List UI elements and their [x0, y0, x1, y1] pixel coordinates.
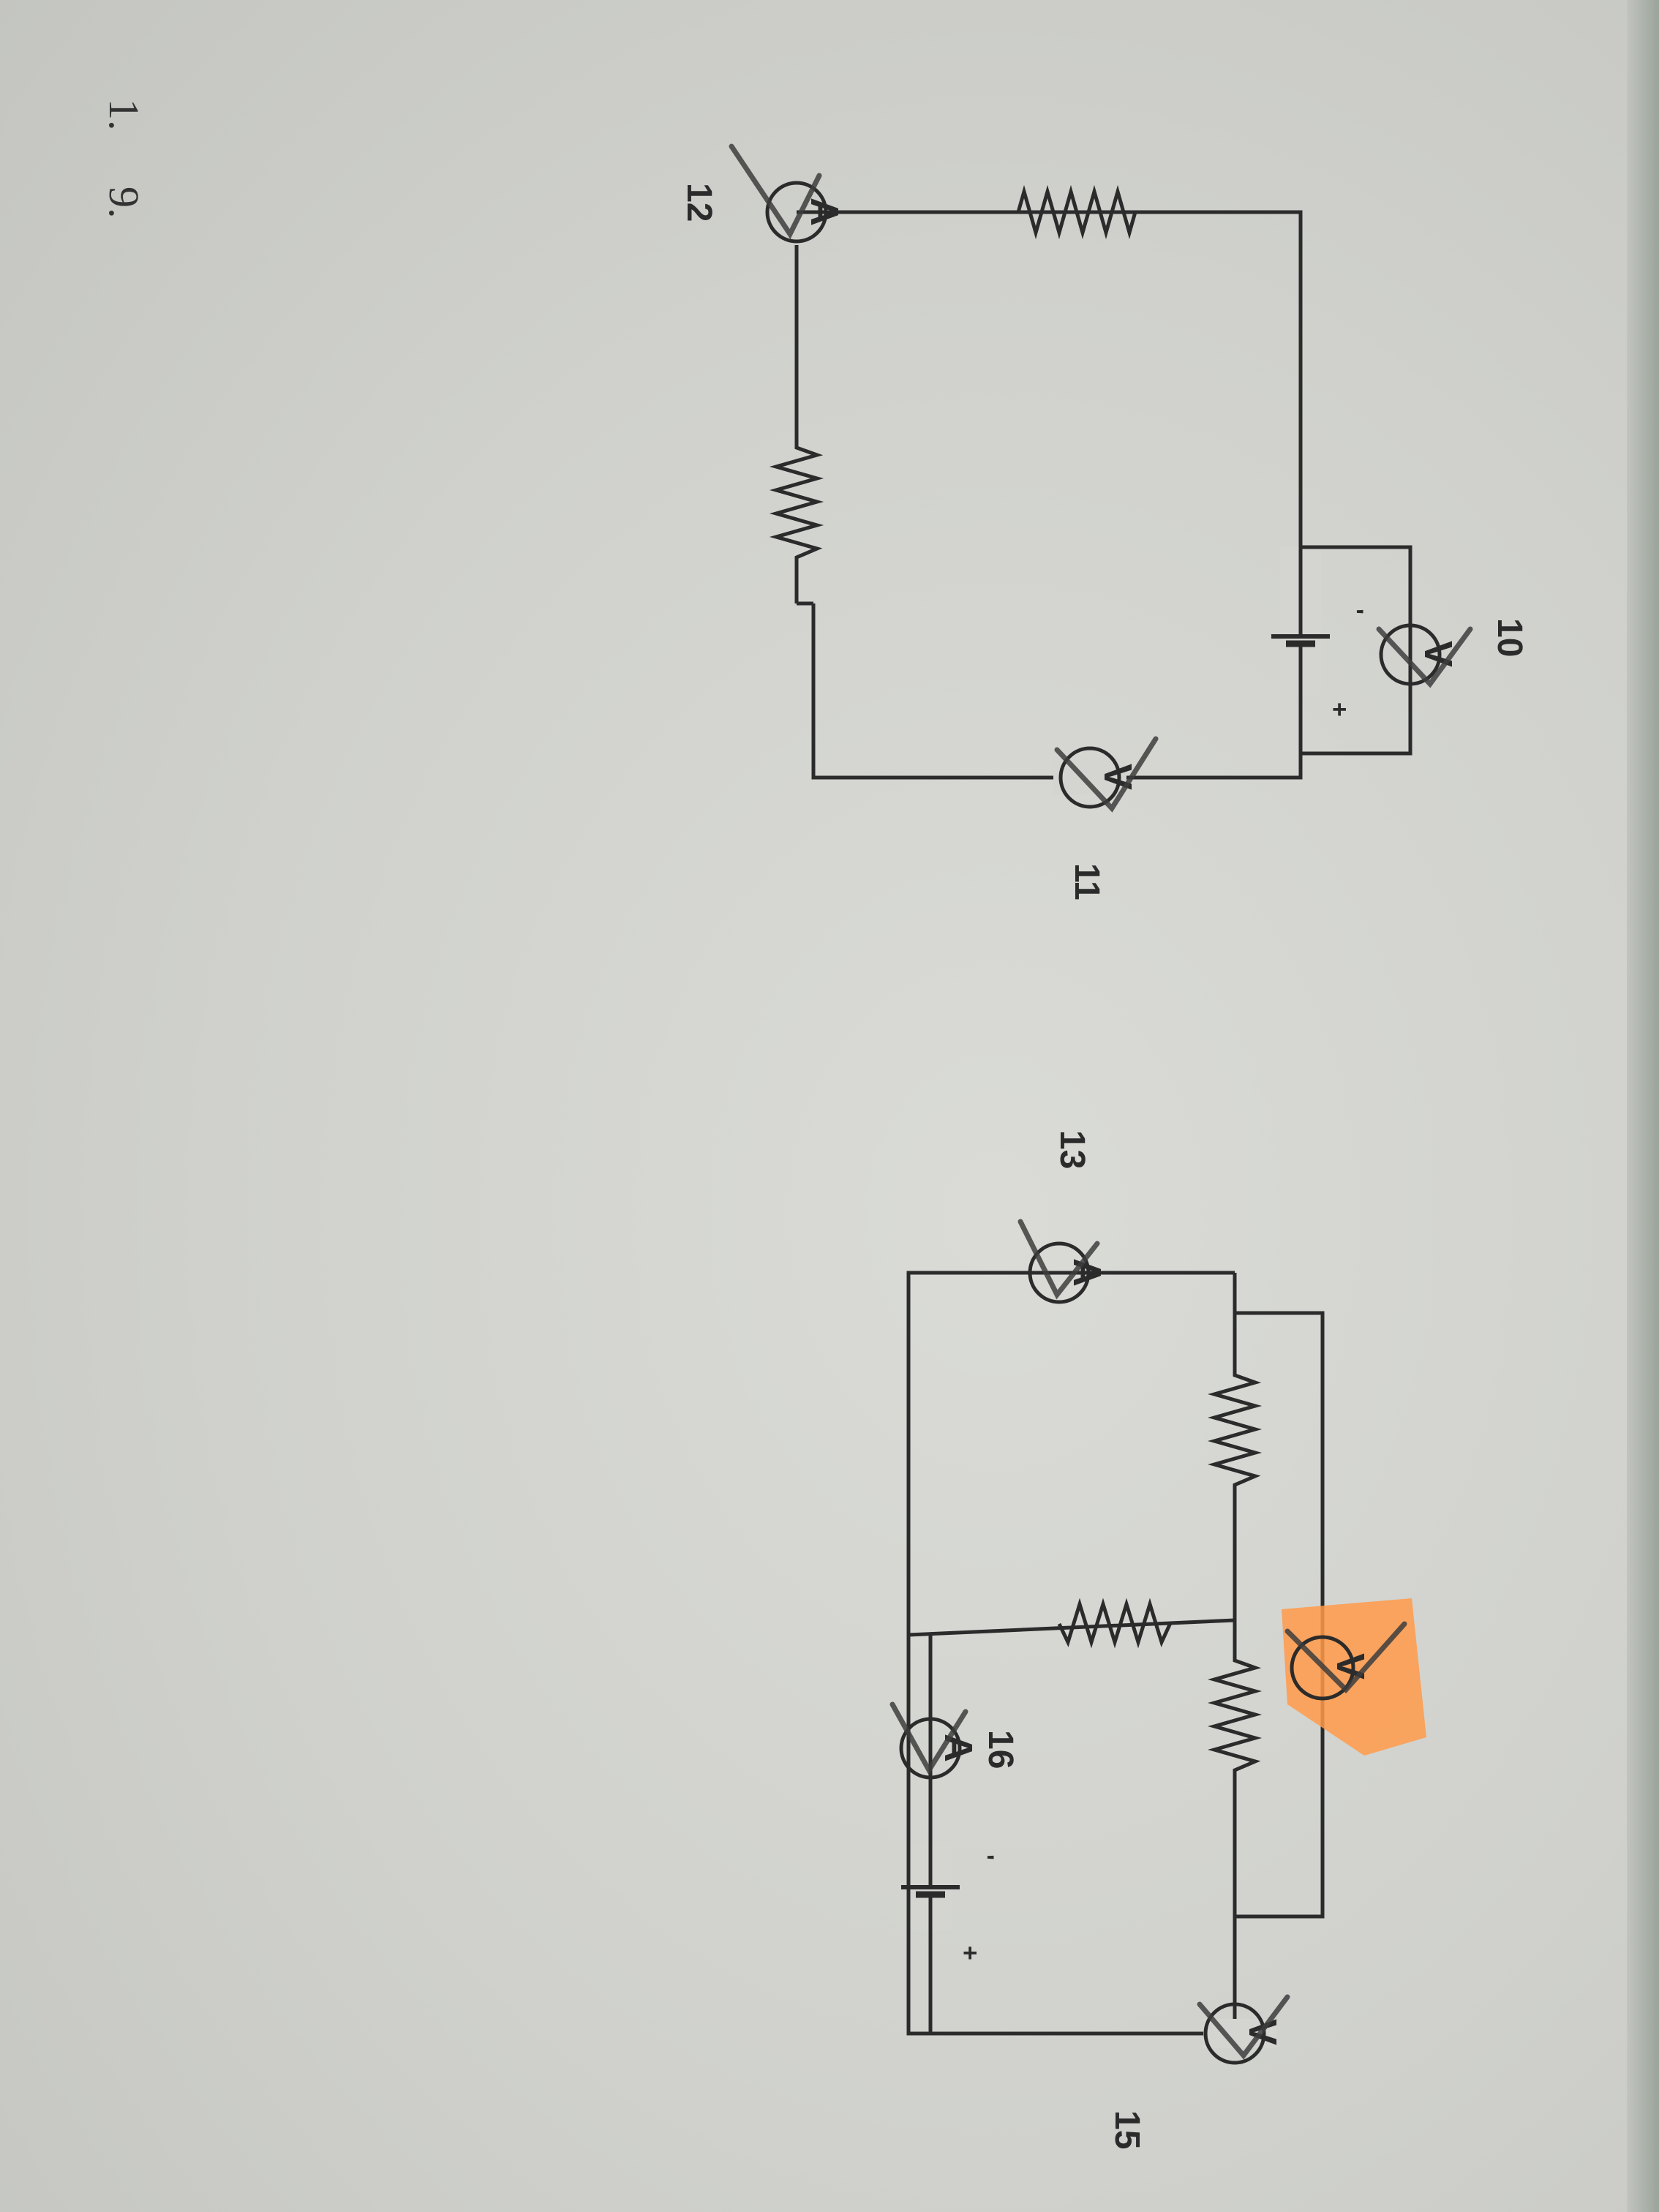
ammeter-12-symbol: A — [802, 198, 846, 226]
circuit-a-resistor-top — [828, 184, 1200, 240]
circuit-b-battery-minus: ' — [971, 1854, 998, 1860]
ammeter-16-label: 16 — [981, 1730, 1020, 1769]
circuit-a-battery: ' + — [1271, 547, 1368, 717]
voltmeter-highlighted: V — [1282, 1598, 1426, 1756]
circuit-b: A 13 V A 16 — [889, 1130, 1426, 2149]
voltmeter-11: V 11 — [1053, 736, 1159, 900]
circuit-b-resistor-1 — [1207, 1313, 1263, 1609]
circuit-a-battery-minus: ' — [1340, 609, 1368, 614]
circuit-b-parallel-frame — [1233, 1273, 1325, 1927]
ammeter-16: A 16 — [889, 1635, 1020, 2034]
circuit-b-wire-bottom — [920, 1968, 1237, 2036]
ammeter-12: A 12 — [680, 143, 846, 244]
voltmeter-15: V 15 — [1107, 1994, 1290, 2149]
voltmeter-10: V 10 — [1376, 618, 1529, 688]
circuit-a-wire-top — [828, 210, 1303, 549]
ammeter-13: A 13 — [1017, 1130, 1109, 1304]
question-number-9: 9. — [100, 187, 148, 219]
circuit-a-voltmeter-loop — [1301, 545, 1412, 756]
circuit-b-resistor-branch — [1057, 1598, 1173, 1649]
voltmeter-10-label: 10 — [1490, 618, 1529, 657]
voltmeter-15-label: 15 — [1107, 2110, 1146, 2149]
circuit-b-battery-plus: + — [956, 1946, 984, 1960]
circuit-a-battery-plus: + — [1325, 702, 1353, 717]
ammeter-13-label: 13 — [1053, 1130, 1091, 1169]
svg-text:1.: 1. — [100, 99, 148, 131]
circuit-a-resistor-left — [769, 410, 824, 603]
voltmeter-11-label: 11 — [1067, 863, 1106, 900]
ammeter-12-label: 12 — [680, 183, 718, 222]
circuit-b-battery: ' + — [901, 1843, 998, 1960]
circuit-a: ' + V 10 V 11 — [680, 143, 1529, 900]
circuit-b-resistor-2 — [1207, 1609, 1263, 1916]
circuit-b-wire-left — [906, 1271, 1235, 2036]
svg-text:9.: 9. — [100, 187, 148, 219]
question-number-1: 1. — [100, 99, 148, 131]
page-edge — [1627, 0, 1659, 2212]
